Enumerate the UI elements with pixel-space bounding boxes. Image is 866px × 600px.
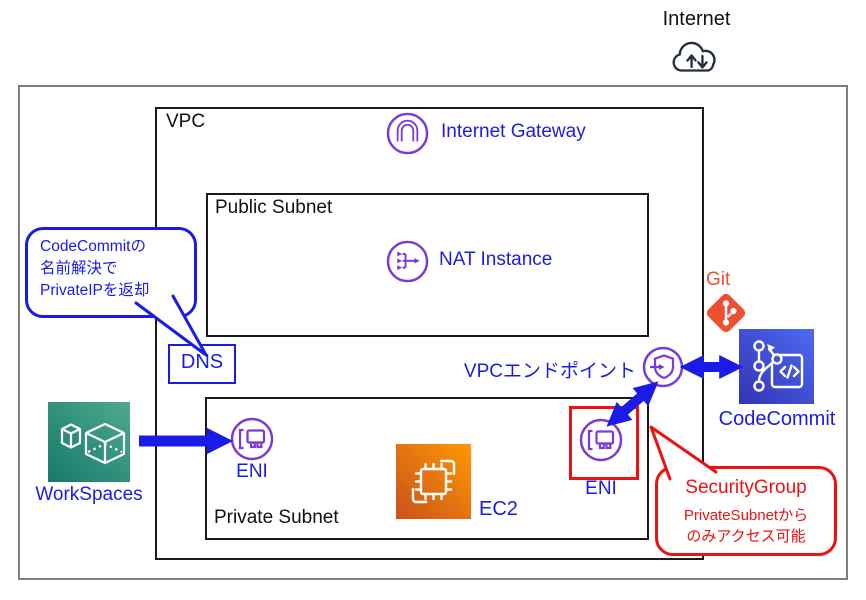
git-label: Git: [706, 269, 731, 290]
security-note-line2: PrivateSubnetから: [683, 506, 809, 524]
security-group-highlight-box: [569, 406, 639, 480]
public-subnet-box: [206, 193, 649, 337]
private-subnet-label: Private Subnet: [214, 507, 339, 528]
security-note-line3: のみアクセス可能: [686, 528, 806, 546]
internet-gateway-icon: [385, 111, 430, 156]
eni-left-label: ENI: [236, 461, 268, 482]
git-icon: [704, 291, 748, 335]
codecommit-icon: [739, 329, 814, 404]
internet-gateway-label: Internet Gateway: [441, 121, 586, 142]
ec2-icon: [396, 444, 471, 519]
private-subnet-box: [205, 397, 649, 540]
security-note-line1: SecurityGroup: [685, 477, 807, 498]
aws-cloud-boundary-box: [18, 85, 848, 580]
eni-right-label: ENI: [585, 478, 617, 499]
dns-note-bubble: CodeCommitの 名前解決で PrivateIPを返却: [25, 227, 197, 318]
vpc-label: VPC: [166, 111, 206, 132]
workspaces-label: WorkSpaces: [35, 484, 143, 505]
eni-left-icon: [229, 416, 275, 462]
codecommit-label: CodeCommit: [718, 408, 836, 430]
dns-label: DNS: [180, 351, 224, 373]
eni-right-icon: [578, 417, 624, 463]
internet-cloud-icon: [668, 36, 726, 76]
vpc-endpoint-icon: [642, 346, 684, 388]
dns-note-line2: 名前解決で: [40, 260, 118, 277]
vpc-endpoint-label: VPCエンドポイント: [463, 361, 636, 382]
security-note-bubble: SecurityGroup PrivateSubnetから のみアクセス可能: [655, 466, 837, 556]
ec2-label: EC2: [479, 498, 518, 520]
internet-label: Internet: [662, 8, 731, 30]
nat-instance-label: NAT Instance: [439, 249, 553, 270]
nat-instance-icon: [385, 239, 430, 284]
dns-note-line3: PrivateIPを返却: [40, 282, 150, 299]
workspaces-icon: [48, 402, 130, 482]
dns-note-line1: CodeCommitの: [40, 238, 146, 255]
public-subnet-label: Public Subnet: [215, 197, 333, 218]
dns-box: DNS: [168, 344, 236, 384]
